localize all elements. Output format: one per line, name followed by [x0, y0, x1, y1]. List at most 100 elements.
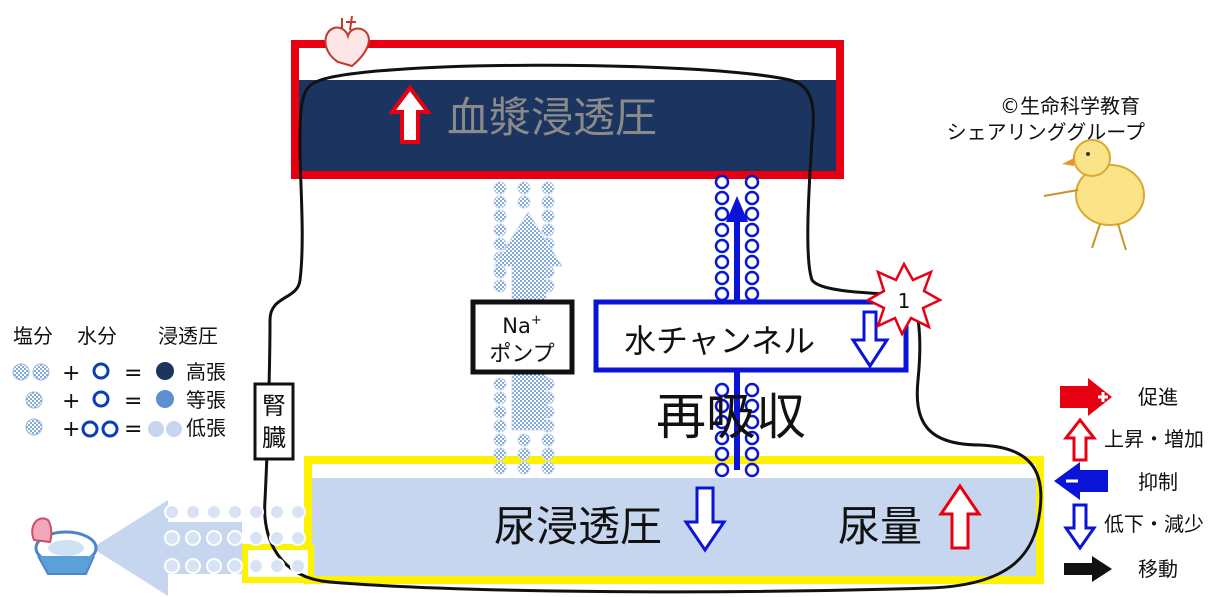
legend-salt-dot: [25, 418, 43, 436]
legend-isotonic-dot: [156, 390, 174, 408]
right-legend: 促進 上昇・増加 抑制 低下・減少 移動: [1054, 378, 1204, 582]
red-up-arrow-icon: [1062, 417, 1098, 462]
kidney-label-box: [253, 382, 295, 461]
black-arrow-icon: [1064, 556, 1112, 582]
legend-water-circle: [92, 390, 110, 408]
water-particle: [714, 430, 730, 446]
salt-particle: [493, 391, 507, 405]
water-channel-box: [593, 299, 909, 373]
legend-plus: +: [62, 361, 80, 386]
salt-particle: [541, 195, 555, 209]
salt-particle: [517, 461, 531, 475]
salt-particle: [517, 433, 531, 447]
excretion-particle: [227, 558, 243, 574]
water-particle: [744, 286, 760, 302]
excretion-particle: [269, 558, 285, 574]
salt-particle: [493, 209, 507, 223]
salt-particle: [517, 181, 531, 195]
water-particle: [714, 206, 730, 222]
water-particle: [714, 190, 730, 206]
copyright-line2: シェアリンググループ: [947, 120, 1145, 144]
legend-plus: +: [62, 389, 80, 414]
salt-particle: [517, 195, 531, 209]
water-particle: [744, 238, 760, 254]
water-particle: [744, 446, 760, 462]
legend-hypotonic-dot: [148, 421, 164, 437]
salt-particle: [541, 223, 555, 237]
legend-label-isotonic: 等張: [186, 388, 226, 412]
water-particle: [744, 398, 760, 414]
water-particle-columns: [714, 174, 760, 478]
legend-label-inhibit: 抑制: [1138, 470, 1178, 494]
excretion-particle: [290, 558, 306, 574]
legend-equals: =: [124, 361, 142, 386]
salt-particle: [541, 181, 555, 195]
excretion-particle: [164, 558, 180, 574]
water-particle: [744, 270, 760, 286]
blue-down-arrow-icon: [1063, 503, 1097, 551]
urine-volume-up-arrow-icon: [938, 483, 982, 550]
salt-particle: [493, 433, 507, 447]
legend-equals: =: [124, 389, 142, 414]
salt-particle: [493, 447, 507, 461]
kidney-outline: [263, 63, 1043, 594]
blue-minus-arrow-icon: [1054, 462, 1108, 500]
salt-particle: [541, 209, 555, 223]
excretion-particle: [164, 530, 180, 546]
water-particle: [744, 222, 760, 238]
salt-particle: [493, 223, 507, 237]
water-particle: [714, 238, 730, 254]
salt-particle: [493, 181, 507, 195]
water-particle: [744, 190, 760, 206]
toilet-icon: [31, 517, 98, 575]
excretion-particle: [185, 558, 201, 574]
water-particle: [714, 270, 730, 286]
salt-particle: [493, 195, 507, 209]
salt-particle: [541, 433, 555, 447]
water-particle: [714, 398, 730, 414]
excretion-particle: [164, 504, 180, 520]
excretion-particle: [248, 558, 264, 574]
heart-icon: [324, 15, 370, 68]
water-particle: [714, 446, 730, 462]
excretion-particle: [206, 558, 222, 574]
legend-header-water: 水分: [77, 324, 117, 348]
kidney-label-char1: 腎: [262, 392, 286, 420]
water-particle: [714, 174, 730, 190]
legend-equals: =: [124, 417, 142, 442]
legend-header-osm: 浸透圧: [158, 324, 218, 348]
legend-salt-dot: [12, 363, 30, 381]
excretion-particle: [185, 530, 201, 546]
legend-water-circle: [101, 420, 119, 438]
excretion-particle: [185, 504, 201, 520]
excretion-particle: [248, 504, 264, 520]
burst-marker-icon: 1: [865, 261, 943, 337]
salt-particle: [493, 279, 507, 293]
salt-particle: [493, 265, 507, 279]
water-particle: [714, 254, 730, 270]
water-particle: [714, 462, 730, 478]
water-particle: [714, 286, 730, 302]
kidney-label-char2: 臓: [262, 424, 286, 452]
water-particle: [744, 414, 760, 430]
water-particle: [714, 222, 730, 238]
legend-label-move: 移動: [1138, 557, 1178, 581]
excretion-particle: [269, 504, 285, 520]
water-particle: [714, 414, 730, 430]
copyright-line1: ©生命科学教育: [1000, 94, 1140, 118]
salt-particle: [541, 461, 555, 475]
salt-particle: [541, 447, 555, 461]
legend-header-salt: 塩分: [13, 324, 53, 348]
salt-particle: [517, 447, 531, 461]
salt-particle: [493, 377, 507, 391]
legend-label-hypotonic: 低張: [186, 416, 226, 440]
water-particle: [714, 382, 730, 398]
legend-label-promote: 促進: [1138, 385, 1178, 409]
excretion-particle: [206, 530, 222, 546]
na-pump-box: [470, 299, 575, 375]
salt-particle: [493, 461, 507, 475]
legend-label-increase: 上昇・増加: [1104, 427, 1204, 451]
excretion-particle: [248, 530, 264, 546]
excretion-particle: [269, 530, 285, 546]
salt-particle: [493, 237, 507, 251]
